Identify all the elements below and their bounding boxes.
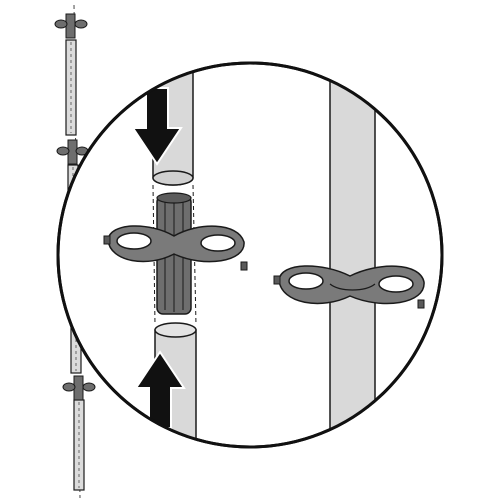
detail-exploded — [103, 63, 248, 447]
magnifier-circle-icon — [56, 61, 444, 449]
overview-connector — [62, 375, 96, 401]
overview-tube-segment — [65, 39, 77, 136]
clamp-assembled — [273, 265, 425, 309]
assembled-tube — [329, 63, 376, 447]
overview-connector — [54, 13, 88, 39]
clamp-exploded — [103, 225, 248, 271]
detail-assembled — [273, 63, 425, 447]
spline-connector — [156, 192, 192, 315]
detail-view — [103, 63, 425, 447]
arrow-down-icon — [131, 87, 183, 166]
